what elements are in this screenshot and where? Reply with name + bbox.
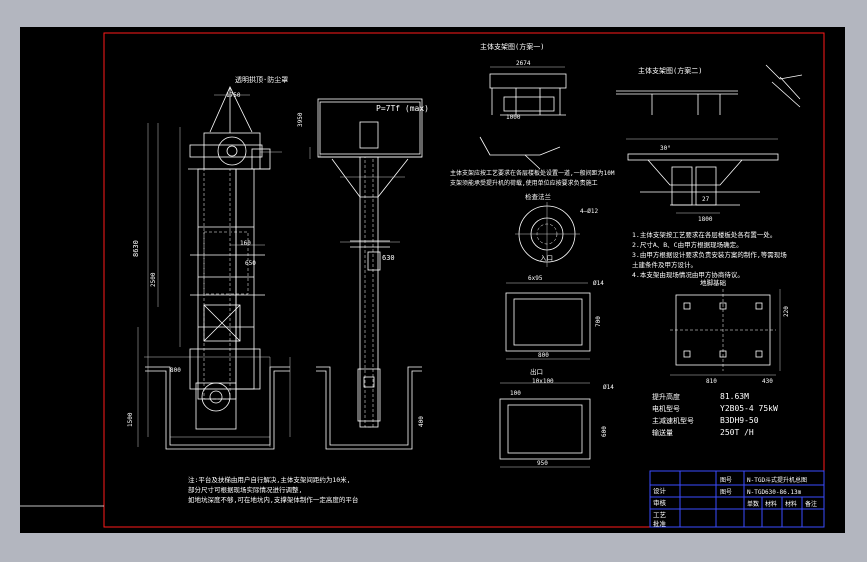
inlet-flange-detail <box>515 202 580 267</box>
tb-drawing-no-value: N-TGD630-86.13m <box>747 489 802 496</box>
tb-design: 设计 <box>653 486 667 495</box>
outlet-flange-plan <box>499 382 591 468</box>
dim-1000: 1000 <box>506 114 521 121</box>
inlet-label: 入口 <box>540 254 553 262</box>
spec-block: 提升高度 81.63M 电机型号 Y2B05-4 75kW 主减速机型号 B3D… <box>652 392 778 437</box>
note-3: 3.由甲方根据设计要求负责安装方案的制作,等需现场 <box>632 250 787 259</box>
height-value: 81.63M <box>720 392 749 401</box>
elevator-side-elevation <box>309 98 423 450</box>
dim-4-phi12: 4—Ø12 <box>580 208 598 215</box>
dim-2500: 2500 <box>150 272 157 287</box>
dim-430: 430 <box>762 378 773 385</box>
dim-800: 800 <box>170 367 181 374</box>
dim-950: 950 <box>537 460 548 467</box>
inlet-flange-label: 检查法兰 <box>525 192 552 201</box>
tb-name-value: N-TGD斗式提升机总图 <box>747 476 807 484</box>
drawing-canvas: 透明拱顶·防尘罩 1750 8630 2500 800 1500 160 650… <box>20 32 825 528</box>
note-1: 1.主体支架按工艺要求在各层楼板处各有置一处。 <box>632 230 776 239</box>
support-note1: 主体支架应按工艺要求在各层楼板处设置一道,一般间距为10M <box>450 169 615 177</box>
capacity-label: 输送量 <box>652 428 673 437</box>
tb-col-qty: 单数 <box>747 500 759 508</box>
dim-1750: 1750 <box>226 92 241 99</box>
bottom-note-2: 部分尺寸可根据现场实际情况进行调整, <box>188 485 302 494</box>
tb-drawing-no-label: 图号 <box>720 489 732 496</box>
tb-col-remark: 备注 <box>805 500 817 508</box>
dim-30deg: 30° <box>660 145 671 152</box>
tb-name-label: 图号 <box>720 477 732 484</box>
capacity-value: 250T /H <box>720 428 754 437</box>
dim-650: 650 <box>245 260 256 267</box>
dim-220: 220 <box>783 306 790 317</box>
support1-title: 主体支架图(方案一) <box>480 42 544 51</box>
tb-check: 审核 <box>653 498 667 507</box>
sheet-frame <box>103 32 825 528</box>
dim-600: 600 <box>601 426 608 437</box>
dim-27: 27 <box>702 196 710 203</box>
height-label: 提升高度 <box>652 392 680 401</box>
dim-800b: 800 <box>538 352 549 359</box>
tb-approve: 批准 <box>653 519 667 528</box>
foundation-plan <box>670 289 781 376</box>
dim-700: 700 <box>595 316 602 327</box>
tb-col-material: 材料 <box>765 500 777 508</box>
dim-1800: 1800 <box>698 216 713 223</box>
motor-value: Y2B05-4 75kW <box>720 404 778 413</box>
dim-160: 160 <box>240 240 251 247</box>
dim-10x100: 10x100 <box>532 378 554 385</box>
dim-6x95: 6x95 <box>528 275 543 282</box>
dim-400: 400 <box>418 416 425 427</box>
dim-1500: 1500 <box>127 412 134 427</box>
foundation-label: 地脚基础 <box>700 278 727 287</box>
tb-process: 工艺 <box>653 511 667 519</box>
dim-3950: 3950 <box>297 112 304 127</box>
reducer-value: B3DH9-50 <box>720 416 759 425</box>
note-4: 土建条件及甲方设计。 <box>632 260 697 269</box>
title-block <box>649 470 825 528</box>
note-2: 2.尺寸A、B、C由甲方根据现场确定。 <box>632 240 743 249</box>
support-scheme-2 <box>616 64 803 214</box>
inlet-flange-plan <box>505 282 591 360</box>
support2-title: 主体支架图(方案二) <box>638 66 702 75</box>
dim-810: 810 <box>706 378 717 385</box>
dim-100: 100 <box>510 390 521 397</box>
outlet-label: 出口 <box>530 367 543 376</box>
support-note2: 支架须能承受提升机的荷载,使用单位应按要求负责施工 <box>450 179 598 187</box>
dim-630: 630 <box>382 254 395 262</box>
top-note-label: 透明拱顶·防尘罩 <box>235 75 288 84</box>
elevator-front-elevation <box>137 86 291 450</box>
general-notes: 1.主体支架按工艺要求在各层楼板处各有置一处。 2.尺寸A、B、C由甲方根据现场… <box>632 230 787 279</box>
cad-viewport[interactable]: 透明拱顶·防尘罩 1750 8630 2500 800 1500 160 650… <box>20 27 845 533</box>
load-label: P=7Tf (max) <box>376 104 429 113</box>
bottom-note-1: 注:平台及扶梯由用户自行解决,主体支架间距约为10米, <box>188 475 351 484</box>
note-5: 4.本支架由现场情况由甲方协商待议。 <box>632 270 744 279</box>
bottom-note-3: 如地坑深度不够,可在地坑内,支撑架体制作一定高度的平台 <box>188 495 358 504</box>
reducer-label: 主减速机型号 <box>652 416 694 425</box>
dim-2674: 2674 <box>516 60 531 67</box>
support-scheme-1 <box>479 66 567 170</box>
dim-phi14-a: Ø14 <box>593 280 604 287</box>
dim-8630: 8630 <box>132 240 140 257</box>
dim-phi14-b: Ø14 <box>603 384 614 391</box>
motor-label: 电机型号 <box>652 404 680 413</box>
tb-col-weight: 材料 <box>785 500 797 508</box>
